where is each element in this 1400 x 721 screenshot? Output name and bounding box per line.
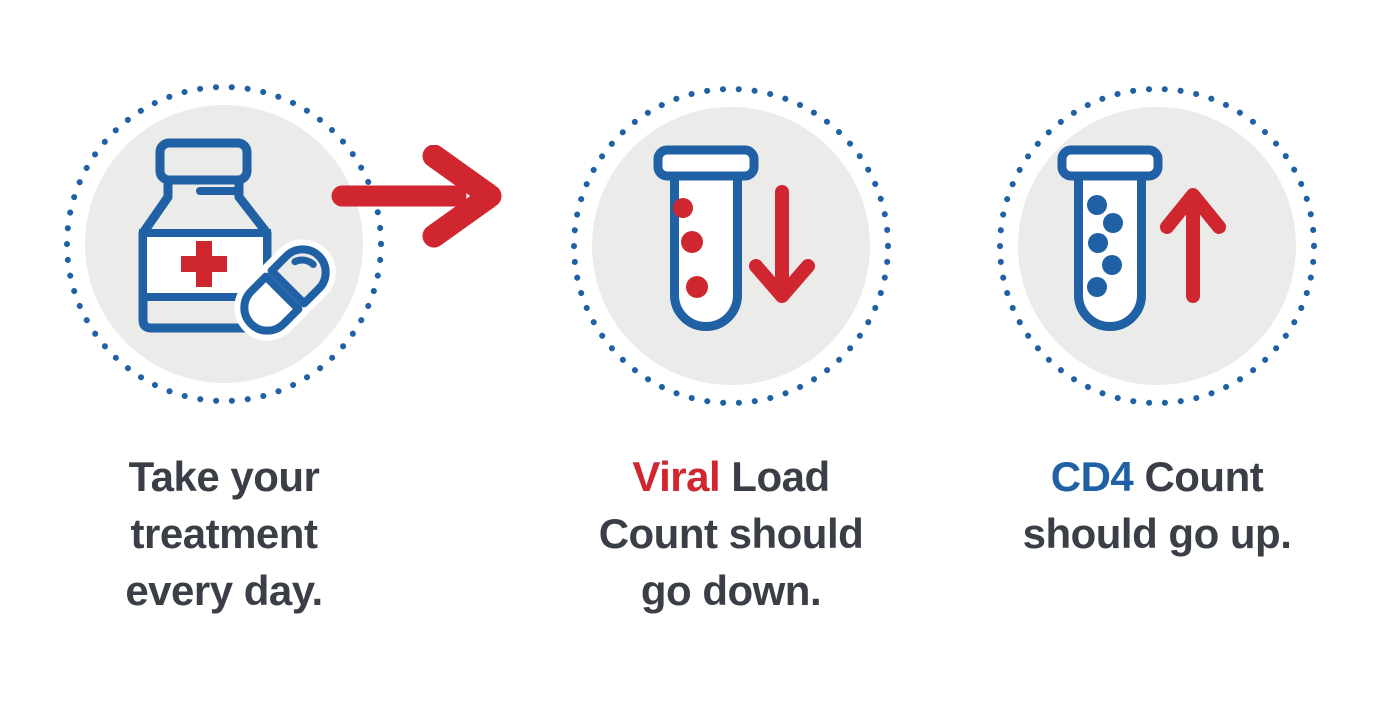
- caption-line: go down.: [640, 567, 822, 614]
- caption-line: CD4 Count: [955, 448, 1359, 505]
- viral-highlight: Viral: [632, 453, 721, 500]
- caption-line: Viral Load: [551, 448, 911, 505]
- step2-circle: [571, 86, 891, 406]
- red-cross-icon: [181, 241, 227, 287]
- caption-line: Count should: [598, 510, 864, 557]
- pill-bottle-icon: [138, 138, 336, 341]
- dotted-ring: [997, 86, 1317, 406]
- up-arrow-icon: [1160, 188, 1226, 303]
- caption-take-treatment: Take your treatment every day.: [44, 448, 404, 619]
- caption-line: should go up.: [1022, 510, 1292, 557]
- caption-line: every day.: [125, 567, 323, 614]
- cd4-highlight: CD4: [1050, 453, 1134, 500]
- down-arrow-icon: [749, 185, 815, 303]
- caption-cd4: CD4 Count should go up.: [955, 448, 1359, 562]
- caption-line: treatment: [130, 510, 318, 557]
- caption-line: Take your: [128, 453, 320, 500]
- dotted-ring: [64, 84, 384, 404]
- step1-circle: [64, 84, 384, 404]
- caption-text: Load: [720, 453, 830, 500]
- test-tube-blue-dots-icon: [1057, 145, 1163, 331]
- capsule-icon: [234, 239, 336, 341]
- caption-text: Count: [1133, 453, 1264, 500]
- caption-viral-load: Viral Load Count should go down.: [551, 448, 911, 619]
- dotted-ring: [571, 86, 891, 406]
- right-arrow-icon: [331, 145, 502, 248]
- step3-circle: [997, 86, 1317, 406]
- test-tube-red-dots-icon: [653, 145, 759, 331]
